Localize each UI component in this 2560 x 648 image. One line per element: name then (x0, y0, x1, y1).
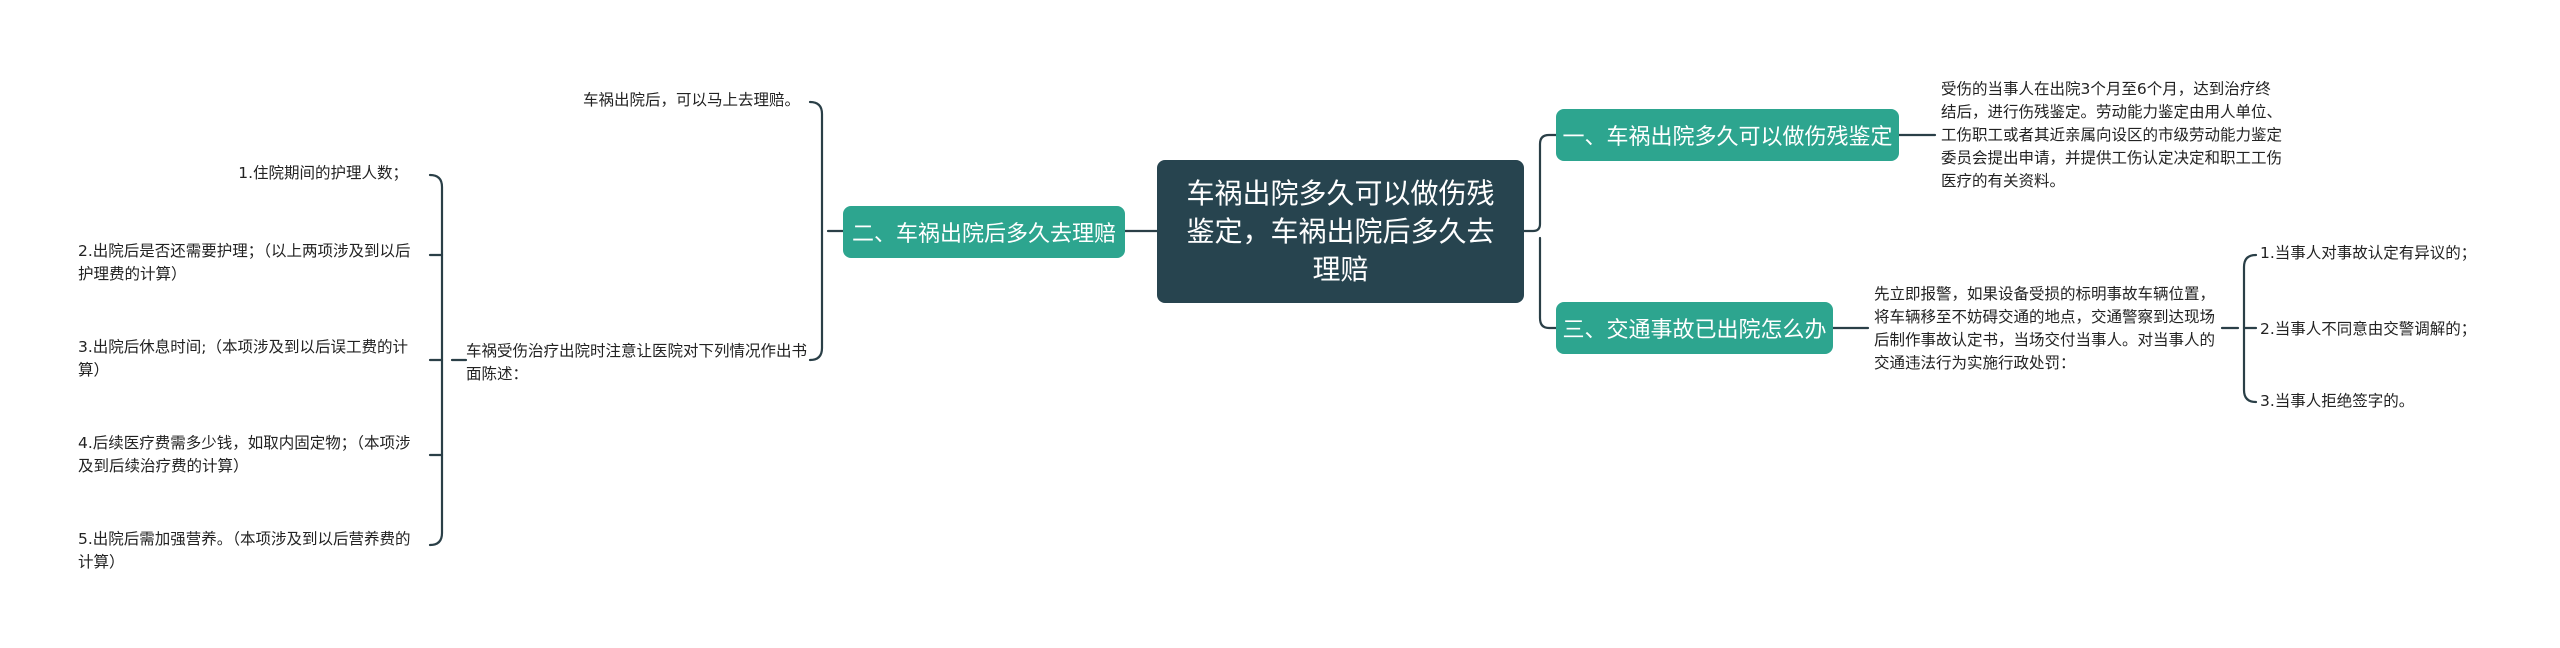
after-discharge-text: 先立即报警，如果设备受损的标明事故车辆位置，将车辆移至不妨碍交通的地点，交通警察… (1874, 285, 2216, 372)
penalty-item-objection: 1.当事人对事故认定有异议的； (2260, 244, 2477, 262)
branch-claim-timing[interactable]: 二、车祸出院后多久去理赔 (843, 206, 1125, 258)
branch-claim-timing-label: 二、车祸出院后多久去理赔 (851, 222, 1116, 247)
statement-item-nutrition: 5.出院后需加强营养。（本项涉及到以后营养费的计算） (78, 530, 411, 571)
penalty-item-refuse-sign: 3.当事人拒绝签字的。 (2260, 392, 2415, 410)
branch-disability-assessment[interactable]: 一、车祸出院多久可以做伤残鉴定 (1556, 109, 1899, 161)
branch-after-discharge[interactable]: 三、交通事故已出院怎么办 (1556, 302, 1833, 354)
branch-disability-assessment-label: 一、车祸出院多久可以做伤残鉴定 (1562, 125, 1893, 150)
hospital-statement-text: 车祸受伤治疗出院时注意让医院对下列情况作出书面陈述： (466, 342, 808, 383)
penalty-item-no-mediation: 2.当事人不同意由交警调解的； (2260, 320, 2477, 338)
branch-after-discharge-label: 三、交通事故已出院怎么办 (1562, 318, 1827, 343)
root-topic[interactable]: 车祸出院多久可以做伤残鉴定，车祸出院后多久去理赔 (1157, 160, 1524, 303)
root-topic-label: 车祸出院多久可以做伤残鉴定，车祸出院后多久去理赔 (1186, 176, 1495, 286)
statement-item-rest-time: 3.出院后休息时间;（本项涉及到以后误工费的计算） (78, 338, 409, 379)
disability-assessment-text: 受伤的当事人在出院3个月至6个月，达到治疗终结后，进行伤残鉴定。劳动能力鉴定由用… (1941, 80, 2283, 190)
statement-item-nursing-count: 1.住院期间的护理人数； (238, 164, 408, 182)
statement-item-nursing-need: 2.出院后是否还需要护理；（以上两项涉及到以后护理费的计算） (78, 242, 411, 283)
statement-item-follow-up-cost: 4.后续医疗费需多少钱，如取内固定物；（本项涉及到后续治疗费的计算） (78, 434, 411, 475)
claim-timing-text: 车祸出院后，可以马上去理赔。 (582, 91, 800, 109)
